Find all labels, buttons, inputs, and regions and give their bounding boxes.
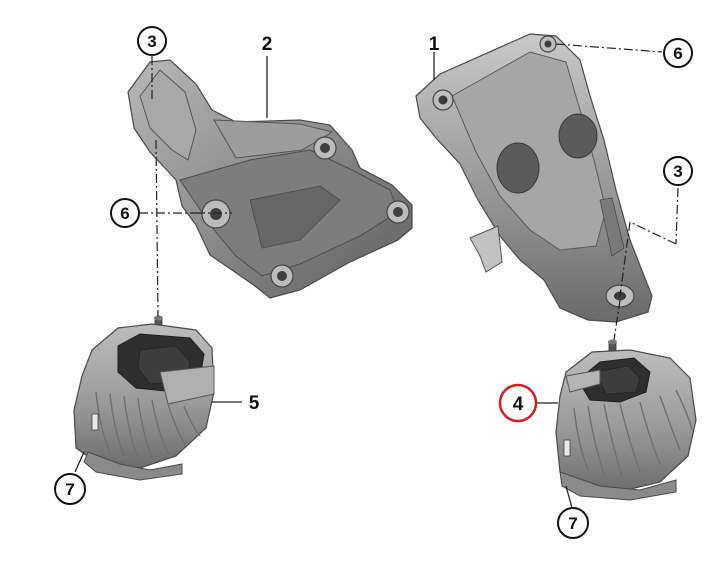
callout-2: 2 — [262, 34, 273, 55]
engine-bracket-right — [415, 33, 653, 323]
svg-text:5: 5 — [249, 393, 260, 414]
svg-text:4: 4 — [513, 394, 524, 415]
svg-text:6: 6 — [120, 204, 129, 223]
leader-lines — [74, 43, 679, 509]
callout-6-left: 6 — [110, 198, 140, 228]
callout-4: 4 — [498, 383, 538, 423]
engine-bracket-left — [127, 59, 413, 299]
callout-5: 5 — [249, 393, 260, 414]
svg-text:3: 3 — [673, 162, 682, 181]
svg-text:3: 3 — [147, 32, 156, 51]
svg-text:2: 2 — [262, 34, 273, 55]
svg-text:1: 1 — [429, 34, 440, 55]
callout-7-left: 7 — [54, 473, 86, 505]
svg-text:6: 6 — [673, 44, 682, 63]
engine-mount-left — [73, 315, 215, 481]
engine-mount-right — [555, 339, 697, 501]
callout-3-left: 3 — [137, 26, 167, 56]
callout-3-right: 3 — [663, 156, 693, 186]
callout-6-right: 6 — [663, 38, 693, 68]
callout-7-right: 7 — [557, 507, 589, 539]
callout-1: 1 — [429, 34, 440, 55]
svg-text:7: 7 — [65, 480, 74, 499]
svg-text:7: 7 — [568, 514, 577, 533]
